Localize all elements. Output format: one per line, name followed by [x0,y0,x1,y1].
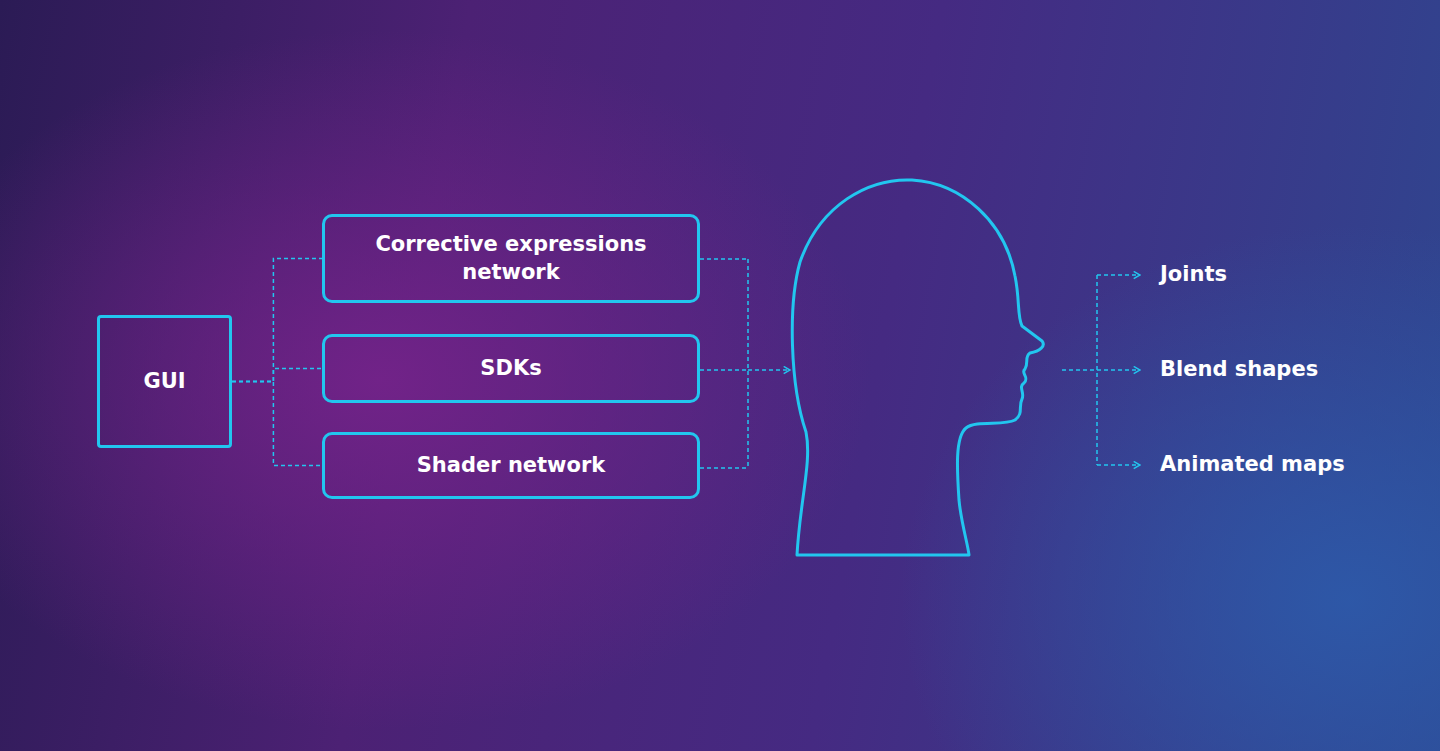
process-box: SDKs [322,334,700,403]
dashed-connector [232,369,322,382]
output-arrow [1097,464,1140,466]
output-label: Blend shapes [1160,356,1318,383]
node-text: Shader network [417,452,606,479]
node-text: Corrective expressions network [349,231,673,286]
node-text: SDKs [480,355,541,382]
dashed-connector [232,259,322,382]
output-label: Joints [1160,261,1227,288]
output-arrow [1097,369,1140,371]
dashed-connector [232,382,322,466]
input-box: GUI [97,315,232,448]
output-label: Animated maps [1160,451,1345,478]
process-box: Corrective expressions network [322,214,700,303]
output-split [1062,275,1097,465]
node-text: GUI [143,368,185,395]
head-silhouette [792,180,1043,555]
process-box: Shader network [322,432,700,499]
merge-lines [700,259,748,468]
output-arrow [1097,274,1140,276]
arrow-to-head [748,369,790,371]
